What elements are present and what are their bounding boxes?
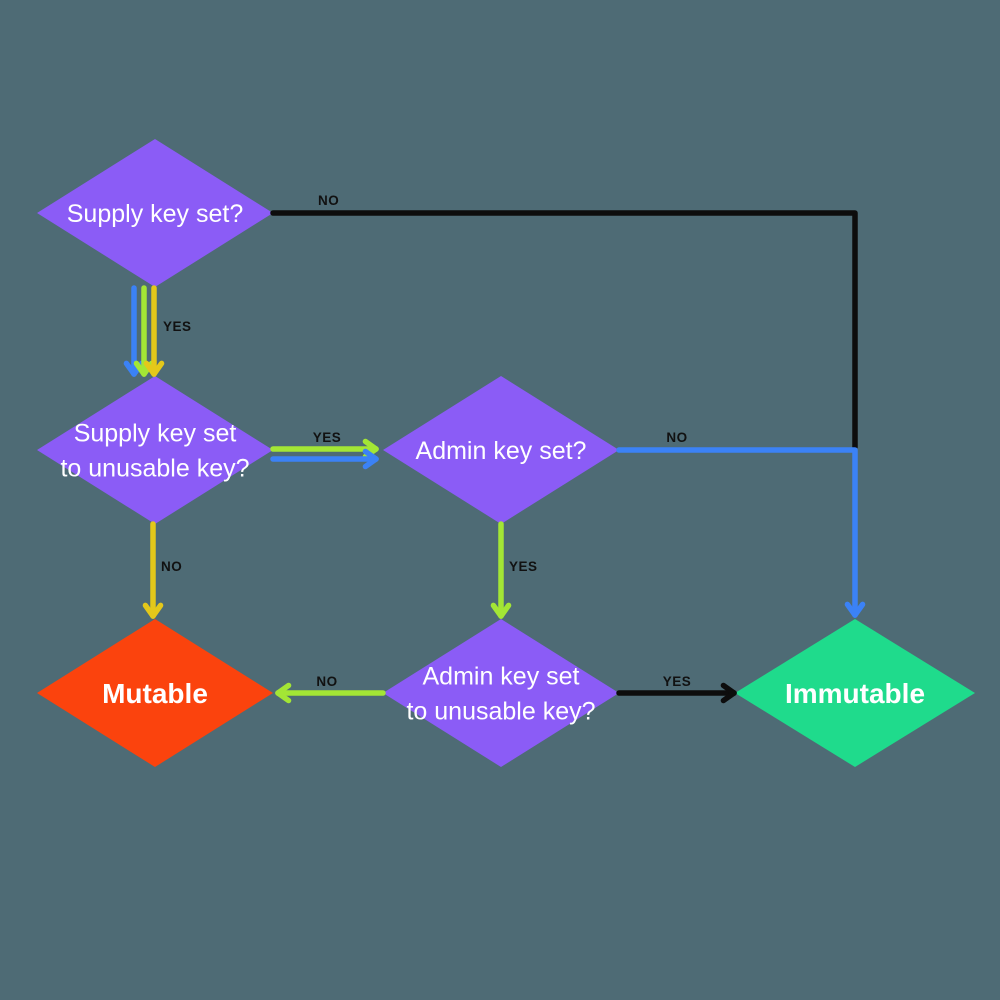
edge-admin-unusable-no-lime: NO bbox=[275, 674, 386, 704]
edge-label-admin-unusable-yes-black: YES bbox=[663, 674, 692, 689]
node-admin-key-set: Admin key set? bbox=[383, 376, 619, 524]
supply-key-set-label: Supply key set? bbox=[67, 200, 244, 228]
edge-unusable-yes-lime: YES bbox=[270, 430, 379, 460]
arrowhead-unusable-yes-blue bbox=[362, 456, 379, 470]
arrowhead-admin-unusable-yes-black bbox=[720, 690, 737, 704]
edge-supply-yes-blue bbox=[123, 285, 145, 377]
arrowhead-unusable-no-yellow bbox=[142, 602, 156, 619]
node-supply-key-set: Supply key set? bbox=[37, 139, 273, 287]
edge-supply-no-to-immutable: NO bbox=[270, 193, 858, 450]
edge-line-supply-no-to-immutable bbox=[270, 210, 858, 450]
arrowhead-supply-yes-blue bbox=[123, 360, 137, 377]
edge-label-admin-yes-lime: YES bbox=[509, 559, 538, 574]
admin-key-set-to-unusable-key-diamond bbox=[383, 619, 619, 767]
edge-admin-yes-lime: YES bbox=[490, 521, 538, 619]
edge-label-supply-yes-yellow: YES bbox=[163, 319, 192, 334]
edge-line-admin-no-blue bbox=[616, 447, 858, 618]
admin-key-set-label: Admin key set? bbox=[416, 437, 587, 465]
edge-supply-yes-lime bbox=[133, 285, 155, 377]
supply-key-set-to-unusable-key-diamond bbox=[37, 376, 273, 524]
mutable-diamond bbox=[37, 619, 273, 767]
edge-label-admin-unusable-no-lime: NO bbox=[316, 674, 337, 689]
edge-unusable-no-yellow: NO bbox=[142, 521, 182, 619]
arrowhead-admin-unusable-no-lime bbox=[275, 682, 292, 696]
immutable-diamond bbox=[735, 619, 975, 767]
edge-label-admin-no-blue: NO bbox=[666, 430, 687, 445]
admin-key-set-diamond bbox=[383, 376, 619, 524]
edge-label-unusable-no-yellow: NO bbox=[161, 559, 182, 574]
mutable-label: Mutable bbox=[102, 678, 208, 709]
arrowhead-admin-no-blue bbox=[844, 601, 858, 618]
arrowhead-supply-yes-yellow bbox=[143, 360, 157, 377]
edge-unusable-yes-blue bbox=[270, 448, 379, 470]
node-immutable: Immutable bbox=[735, 619, 975, 767]
supply-key-set-diamond bbox=[37, 139, 273, 287]
immutable-label: Immutable bbox=[785, 678, 925, 709]
arrowhead-admin-yes-lime bbox=[490, 602, 504, 619]
edge-label-supply-no-to-immutable: NO bbox=[318, 193, 339, 208]
edge-admin-no-blue: NO bbox=[616, 430, 866, 618]
edge-label-unusable-yes-lime: YES bbox=[313, 430, 342, 445]
edge-admin-unusable-yes-black: YES bbox=[616, 674, 737, 704]
arrowhead-supply-yes-lime bbox=[133, 360, 147, 377]
edge-supply-yes-yellow: YES bbox=[143, 285, 192, 377]
node-mutable: Mutable bbox=[37, 619, 273, 767]
